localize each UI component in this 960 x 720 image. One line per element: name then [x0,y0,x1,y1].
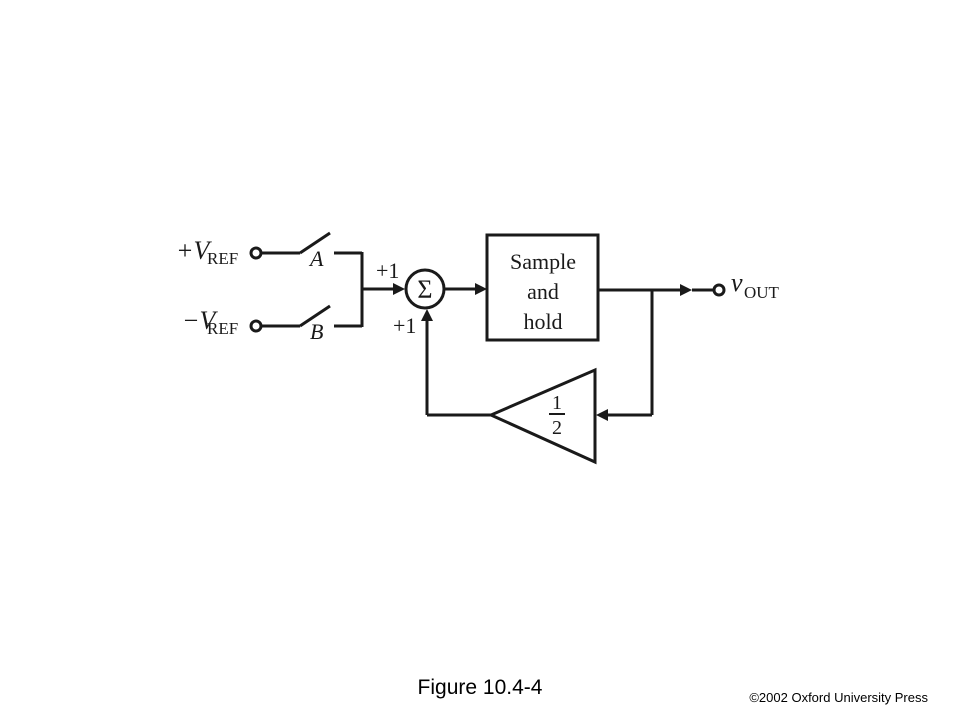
input-pos-sub: REF [207,249,238,268]
sample-hold-line1: Sample [510,249,576,274]
switch-b[interactable] [299,304,331,328]
sum-gain-bottom: +1 [393,313,416,338]
input-pos-terminal[interactable] [249,246,263,260]
gain-numerator: 1 [552,392,562,414]
gain-amplifier [487,367,597,465]
input-neg-label: −V [182,306,219,335]
switch-a-label: A [308,246,324,271]
input-pos-label: +V [176,236,213,265]
sum-symbol: Σ [417,275,432,304]
arrow-to-output [680,284,692,296]
sample-hold-line3: hold [523,309,562,334]
sample-hold-block [485,233,600,342]
copyright-notice: ©2002 Oxford University Press [749,690,928,705]
input-neg-terminal[interactable] [249,319,263,333]
gain-denominator: 2 [552,417,562,439]
arrow-into-amp [596,409,608,421]
switch-a[interactable] [299,231,331,255]
arrow-into-sh [475,283,487,295]
figure-caption: Figure 10.4-4 [417,676,543,699]
output-label: v [731,268,743,297]
output-sub: OUT [744,283,780,302]
switch-b-label: B [310,319,323,344]
output-terminal[interactable] [712,283,726,297]
sum-gain-top: +1 [376,258,399,283]
input-neg-sub: REF [207,319,238,338]
arrow-into-sum [393,283,405,295]
sample-hold-line2: and [527,279,559,304]
arrow-into-sum-bottom [421,309,433,321]
